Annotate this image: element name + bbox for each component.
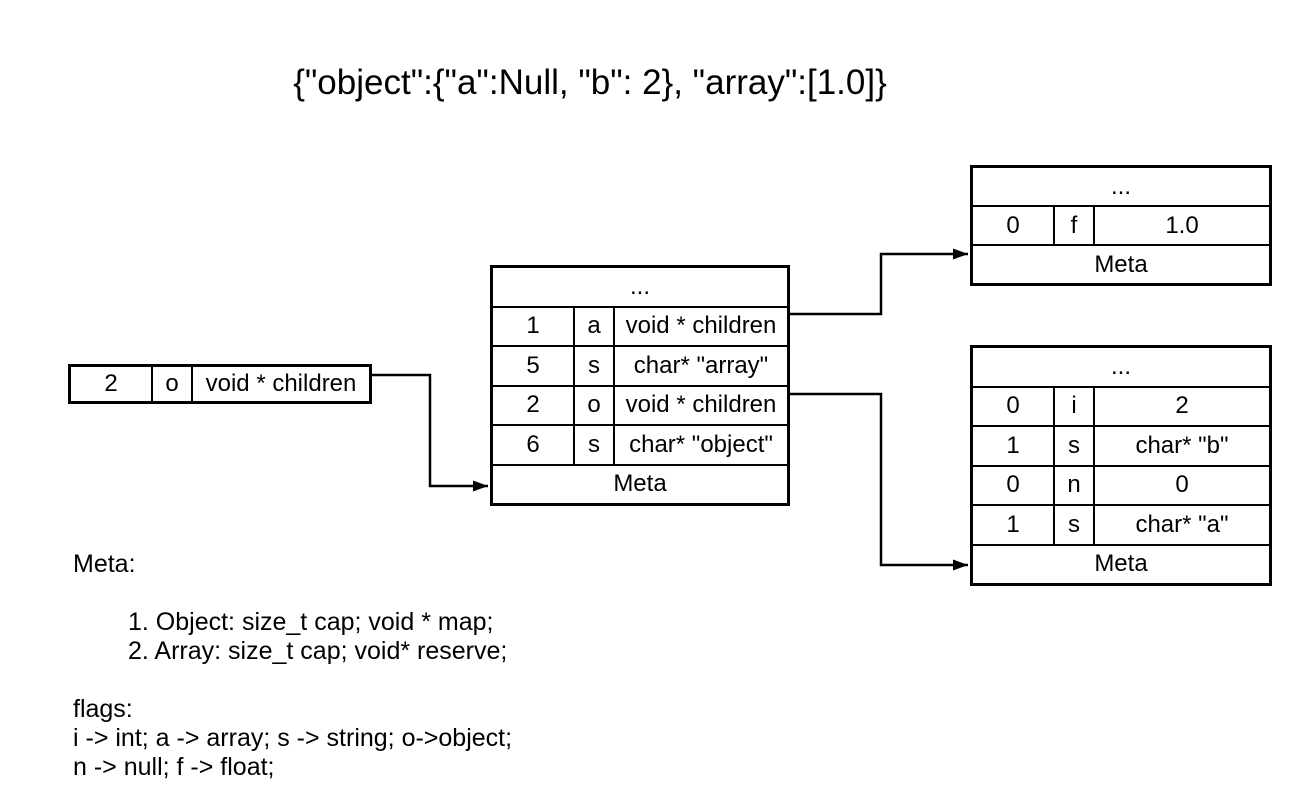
cell-flag: n <box>1055 466 1095 504</box>
table-row: 0 n 0 <box>973 464 1269 504</box>
cell-value: char* "object" <box>629 430 773 458</box>
table-row: 2 o void * children <box>493 384 787 424</box>
meta-item: 2. Array: size_t cap; void* reserve; <box>128 637 508 665</box>
json-title: {"object":{"a":Null, "b": 2}, "array":[1… <box>293 63 887 102</box>
cell-value: 0 <box>1175 471 1189 499</box>
cell-value: char* "array" <box>633 351 769 379</box>
table-row: 6 s char* "object" <box>493 424 787 464</box>
inner-object-node: ... 0 i 2 1 s char* "b" 0 n 0 1 s char* … <box>970 345 1272 586</box>
cell-flag: f <box>1055 207 1095 244</box>
cell-size: 0 <box>973 207 1055 244</box>
object-node: ... 1 a void * children 5 s char* "array… <box>490 265 790 506</box>
cell-flag: s <box>575 426 615 464</box>
flags-line: i -> int; a -> array; s -> string; o->ob… <box>73 724 513 752</box>
table-row: 2 o void * children <box>71 367 369 401</box>
arrow-object-to-inner-object <box>790 392 968 571</box>
arrow-object-to-array <box>790 248 968 316</box>
cell-value: void * children <box>625 312 777 340</box>
cell-size: 1 <box>973 506 1055 544</box>
flags-heading: flags: <box>73 695 133 723</box>
cell-value: char* "b" <box>1135 431 1229 459</box>
spacer <box>73 666 512 695</box>
table-row: 1 s char* "a" <box>973 504 1269 544</box>
cell-flag: s <box>1055 427 1095 465</box>
meta-item: 1. Object: size_t cap; void * map; <box>128 608 494 636</box>
notes-block: Meta: 1. Object: size_t cap; void * map;… <box>73 550 512 782</box>
node-header: ... <box>629 272 650 300</box>
cell-flag: o <box>575 386 615 424</box>
meta-heading: Meta: <box>73 550 136 578</box>
cell-value: char* "a" <box>1135 510 1229 538</box>
cell-flag: s <box>575 347 615 385</box>
table-row: 0 i 2 <box>973 385 1269 425</box>
node-meta-footer: Meta <box>973 543 1269 584</box>
cell-value: 2 <box>1175 392 1189 420</box>
node-meta-footer: Meta <box>973 244 1269 283</box>
cell-size: 0 <box>973 387 1055 425</box>
table-row: 1 a void * children <box>493 305 787 345</box>
cell-size: 1 <box>493 307 575 345</box>
array-node: ... 0 f 1.0 Meta <box>970 165 1272 286</box>
cell-value: 1.0 <box>1165 211 1199 239</box>
node-header: ... <box>1110 172 1131 200</box>
cell-size: 0 <box>973 466 1055 504</box>
cell-flag: o <box>153 367 193 401</box>
table-row: 1 s char* "b" <box>973 425 1269 465</box>
cell-size: 6 <box>493 426 575 464</box>
table-row: 0 f 1.0 <box>973 205 1269 244</box>
node-meta-footer: Meta <box>493 463 787 504</box>
cell-size: 2 <box>493 386 575 424</box>
cell-flag: s <box>1055 506 1095 544</box>
cell-size: 5 <box>493 347 575 385</box>
cell-size: 2 <box>71 367 153 401</box>
spacer <box>73 579 512 608</box>
table-row: 5 s char* "array" <box>493 345 787 385</box>
cell-value: void * children <box>625 391 777 419</box>
cell-size: 1 <box>973 427 1055 465</box>
root-node: 2 o void * children <box>68 364 372 404</box>
cell-flag: i <box>1055 387 1095 425</box>
cell-value: void * children <box>205 370 357 397</box>
arrow-root-to-object <box>372 373 488 492</box>
flags-line: n -> null; f -> float; <box>73 753 275 781</box>
node-header: ... <box>1110 352 1131 380</box>
cell-flag: a <box>575 307 615 345</box>
